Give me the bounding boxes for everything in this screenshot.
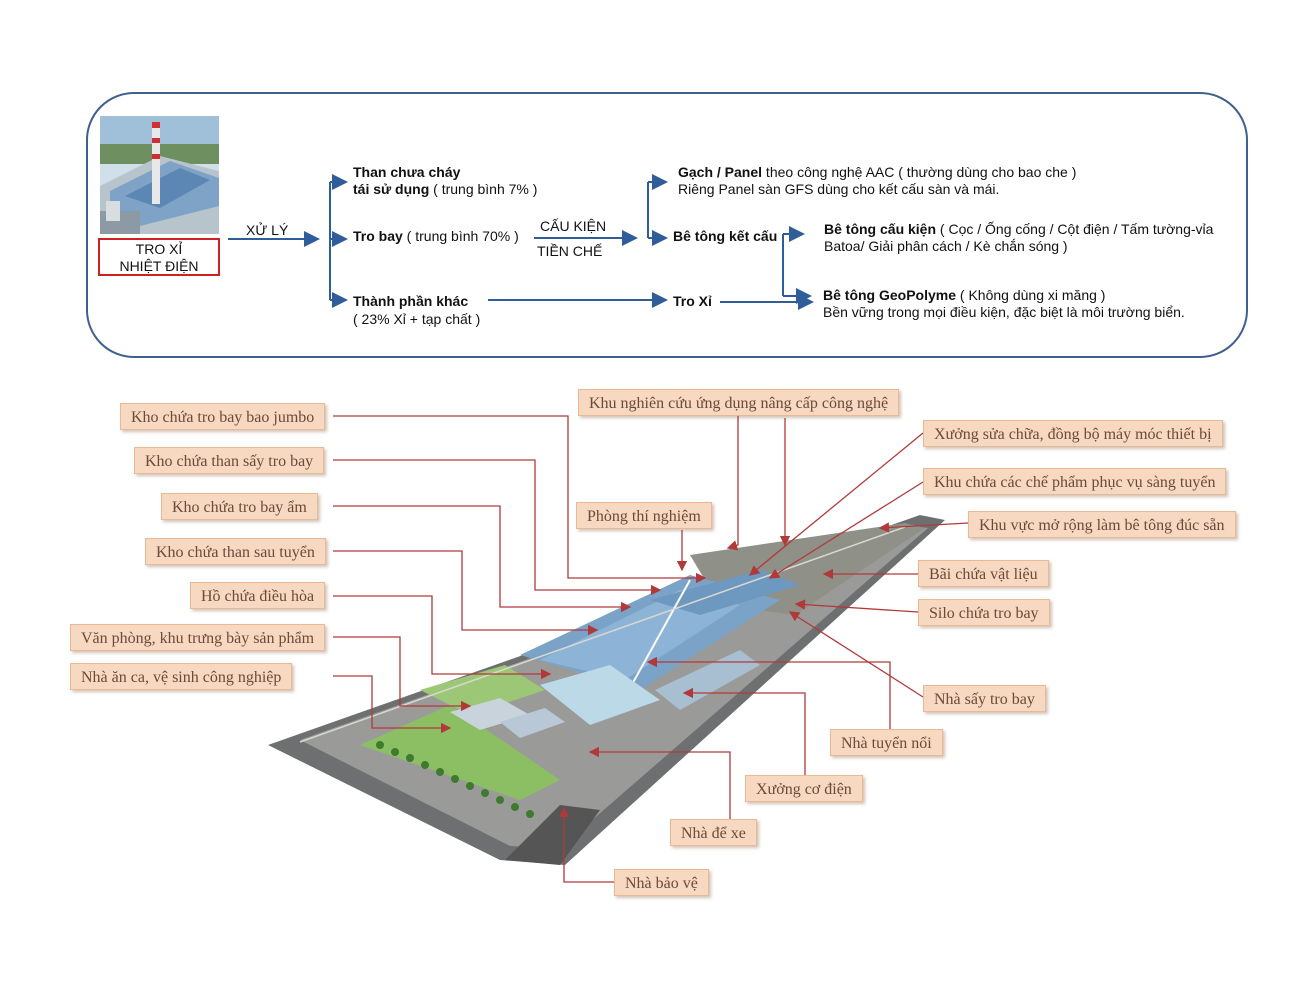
label-canteen-sanitation: Nhà ăn ca, vệ sinh công nghiệp — [70, 663, 293, 690]
source-box: TRO XỈ NHIỆT ĐIỆN — [98, 238, 220, 276]
brick-panel: Gạch / Panel theo công nghệ AAC ( thường… — [678, 164, 1076, 181]
label-regulating-pond: Hồ chứa điều hòa — [190, 582, 326, 609]
branch-unburned-coal-line-2: tái sử dụng ( trung bình 7% ) — [353, 181, 537, 198]
label-electromechanical-workshop: Xưởng cơ điện — [745, 775, 863, 802]
process-label: XỬ LÝ — [246, 222, 289, 238]
label-screening-products-area: Khu chứa các chế phẩm phục vụ sàng tuyển — [923, 468, 1227, 495]
branch-fly-ash-note: ( trung bình 70% ) — [402, 228, 519, 244]
branch-unburned-coal-note: ( trung bình 7% ) — [429, 181, 538, 197]
geopolymer-rest: ( Không dùng xi măng ) — [956, 287, 1106, 303]
branch-unburned-coal: Than chưa cháy — [353, 164, 460, 181]
label-precast-expansion-area: Khu vực mở rộng làm bê tông đúc sẵn — [968, 511, 1236, 538]
label-fly-ash-dryer: Nhà sấy tro bay — [923, 685, 1046, 712]
brick-panel-title: Gạch / Panel — [678, 164, 763, 180]
label-laboratory: Phòng thí nghiệm — [576, 502, 712, 529]
label-fly-ash-silo: Silo chứa tro bay — [918, 599, 1050, 626]
structural-concrete-title: Bê tông kết cấu — [673, 228, 778, 244]
label-repair-workshop: Xưởng sửa chữa, đồng bộ máy móc thiết bị — [923, 420, 1223, 447]
component-concrete: Bê tông cấu kiện ( Cọc / Ống cống / Cột … — [824, 221, 1213, 238]
component-concrete-line-2: Batoa/ Giải phân cách / Kè chắn sóng ) — [824, 238, 1068, 254]
precast-label-2: TIỀN CHẾ — [537, 243, 603, 259]
precast-label-1: CẤU KIỆN — [540, 218, 607, 234]
branch-fly-ash: Tro bay ( trung bình 70% ) — [353, 228, 519, 245]
branch-unburned-coal-title-2: tái sử dụng — [353, 181, 430, 197]
label-research-area: Khu nghiên cứu ứng dụng nâng cấp công ng… — [578, 389, 900, 416]
source-label-line-1: TRO XỈ — [135, 241, 183, 257]
slag-ash-title: Tro Xỉ — [673, 293, 712, 309]
label-wet-fly-ash-store: Kho chứa tro bay ẩm — [161, 493, 318, 520]
power-plant-image — [100, 116, 219, 234]
component-concrete-title: Bê tông cấu kiện — [824, 221, 937, 237]
brick-panel-line-2: Riêng Panel sàn GFS dùng cho kết cấu sàn… — [678, 181, 1000, 197]
label-screened-coal-store: Kho chứa than sau tuyển — [145, 538, 326, 565]
structural-concrete: Bê tông kết cấu — [673, 228, 777, 245]
label-coal-drying-store: Kho chứa than sấy tro bay — [134, 447, 325, 474]
source-label-line-2: NHIỆT ĐIỆN — [119, 258, 199, 274]
label-guard-house: Nhà bảo vệ — [614, 869, 709, 896]
label-jumbo-fly-ash-store: Kho chứa tro bay bao jumbo — [120, 403, 326, 430]
geopolymer-concrete: Bê tông GeoPolyme ( Không dùng xi măng ) — [823, 287, 1105, 304]
label-flotation-house: Nhà tuyển nổi — [830, 729, 943, 756]
slag-ash: Tro Xỉ — [673, 293, 712, 310]
label-material-yard: Bãi chứa vật liệu — [918, 560, 1049, 587]
branch-fly-ash-title: Tro bay — [353, 228, 403, 244]
geopolymer-line-2: Bền vững trong mọi điều kiện, đặc biệt l… — [823, 304, 1185, 320]
brick-panel-rest: theo công nghệ AAC ( thường dùng cho bao… — [762, 164, 1077, 180]
flow-diagram-frame — [86, 92, 1248, 358]
branch-other: Thành phần khác — [353, 293, 468, 310]
label-office-showroom: Văn phòng, khu trưng bày sản phẩm — [70, 624, 326, 651]
geopolymer-title: Bê tông GeoPolyme — [823, 287, 957, 303]
label-parking: Nhà để xe — [670, 819, 757, 846]
branch-other-note: ( 23% Xỉ + tạp chất ) — [353, 311, 481, 327]
component-concrete-rest: ( Cọc / Ống cống / Cột điện / Tấm tường-… — [936, 221, 1214, 237]
branch-unburned-coal-title: Than chưa cháy — [353, 164, 461, 180]
branch-other-title: Thành phần khác — [353, 293, 469, 309]
